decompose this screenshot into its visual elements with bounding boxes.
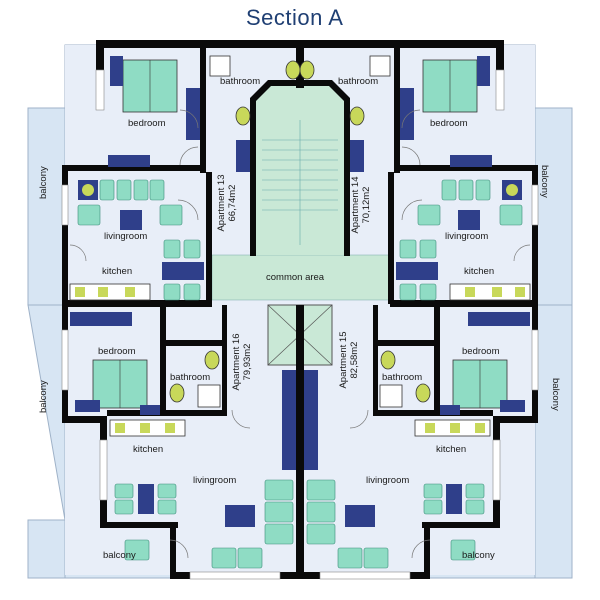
apartment-16-label: Apartment 16 79,93m2: [231, 326, 253, 398]
room-label-livingroom-13: livingroom: [104, 231, 148, 242]
apartment-14-label: Apartment 14 70,12m2: [350, 168, 372, 242]
room-label-bathroom-15: bathroom: [382, 372, 423, 383]
apartment-14-name: Apartment 14: [350, 176, 361, 234]
room-label-bathroom-14: bathroom: [338, 76, 379, 87]
room-label-kitchen-16: kitchen: [133, 444, 164, 455]
room-label-livingroom-14: livingroom: [445, 231, 489, 242]
apartment-15-name: Apartment 15: [338, 331, 349, 389]
kitchen-sinks: [75, 287, 525, 433]
room-label-bedroom-16: bedroom: [98, 346, 136, 357]
apartment-14-area: 70,12m2: [361, 186, 372, 224]
beds: [75, 56, 525, 412]
room-label-bathroom-16: bathroom: [170, 372, 211, 383]
room-label-bedroom-14: bedroom: [430, 118, 468, 129]
room-label-common-area: common area: [266, 272, 325, 283]
apartment-15-label: Apartment 15 82,58m2: [338, 324, 360, 396]
apartment-13-area: 66,74m2: [227, 184, 238, 222]
apartment-15-area: 82,58m2: [349, 341, 360, 379]
furniture-teal: [77, 179, 523, 569]
apartment-16-area: 79,93m2: [242, 343, 253, 381]
room-label-balcony-13: balcony: [38, 166, 49, 199]
room-label-bathroom-13: bathroom: [220, 76, 261, 87]
room-label-balcony-16-side: balcony: [38, 380, 49, 413]
room-label-livingroom-15: livingroom: [366, 475, 410, 486]
bathroom-fixtures: [169, 55, 431, 408]
room-label-livingroom-16: livingroom: [193, 475, 237, 486]
apartment-16-name: Apartment 16: [231, 333, 242, 391]
room-label-balcony-14: balcony: [539, 165, 550, 198]
room-label-balcony-15-side: balcony: [550, 378, 561, 411]
room-label-kitchen-14: kitchen: [464, 266, 495, 277]
section-title: Section A: [246, 5, 344, 30]
room-label-kitchen-15: kitchen: [436, 444, 467, 455]
room-label-balcony-16: balcony: [103, 550, 136, 561]
room-label-bedroom-15: bedroom: [462, 346, 500, 357]
plant-icons: [78, 180, 522, 200]
apartment-13-name: Apartment 13: [216, 174, 227, 232]
door-swings: [69, 109, 531, 559]
windows: [61, 69, 539, 580]
room-label-bedroom-13: bedroom: [128, 118, 166, 129]
furniture-dark: [70, 88, 530, 527]
apartment-13-label: Apartment 13 66,74m2: [216, 168, 238, 238]
room-label-balcony-15: balcony: [462, 550, 495, 561]
room-label-kitchen-13: kitchen: [102, 266, 133, 277]
